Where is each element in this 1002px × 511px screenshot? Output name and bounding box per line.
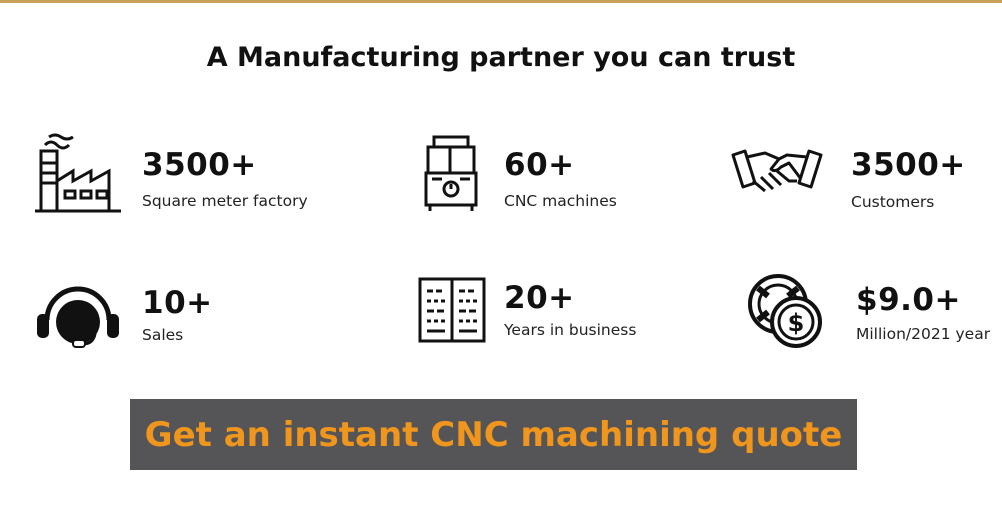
- stat-number: 20+: [504, 280, 575, 316]
- stat-customers: 3500+ Customers: [731, 133, 981, 218]
- top-rule: [0, 0, 1002, 3]
- stat-label: Sales: [142, 326, 184, 344]
- factory-icon: [35, 133, 121, 215]
- book-icon: [418, 277, 486, 343]
- money-icon: $: [746, 272, 824, 350]
- svg-text:$: $: [788, 309, 805, 337]
- stat-label: Square meter factory: [142, 192, 308, 210]
- stat-number: 3500+: [142, 147, 257, 183]
- stat-number: 3500+: [851, 147, 966, 183]
- page-title: A Manufacturing partner you can trust: [206, 42, 796, 73]
- stat-revenue: $ $9.0+ Million/2021 year: [746, 272, 996, 352]
- stat-years: 20+ Years in business: [418, 277, 678, 347]
- stat-number: $9.0+: [856, 282, 961, 318]
- stat-cnc-machines: 60+ CNC machines: [420, 133, 680, 218]
- stat-number: 10+: [142, 285, 213, 321]
- handshake-icon: [731, 133, 823, 213]
- stat-label: CNC machines: [504, 192, 617, 210]
- instant-quote-button[interactable]: Get an instant CNC machining quote: [130, 399, 857, 470]
- stat-label: Million/2021 year: [856, 325, 991, 343]
- stat-sales: 10+ Sales: [35, 282, 255, 357]
- stat-label: Years in business: [504, 321, 637, 339]
- stat-factory: 3500+ Square meter factory: [35, 133, 325, 218]
- headset-icon: [35, 282, 121, 350]
- stat-number: 60+: [504, 147, 575, 183]
- instant-quote-label: Get an instant CNC machining quote: [144, 414, 843, 455]
- stat-label: Customers: [851, 193, 935, 211]
- cnc-machine-icon: [420, 133, 482, 215]
